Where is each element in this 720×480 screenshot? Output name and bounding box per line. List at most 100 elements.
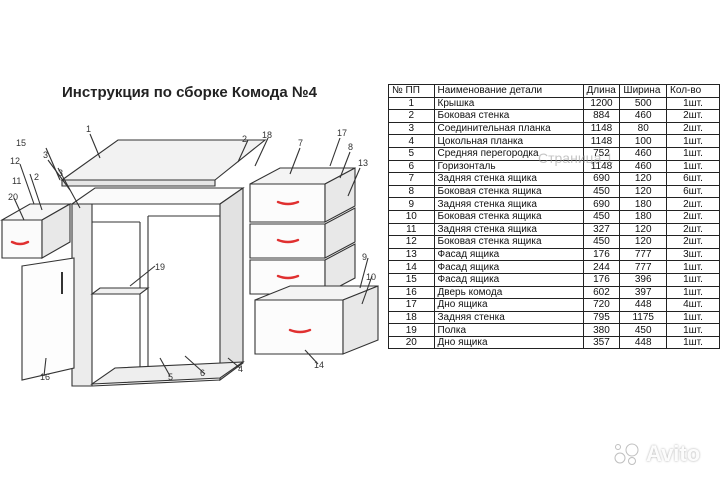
cell-part-name: Дверь комода [433, 285, 584, 300]
cell-quantity: 2шт. [666, 222, 720, 237]
cell-width: 448 [619, 298, 668, 312]
page-watermark: Страница 1 [538, 150, 614, 166]
cell-quantity: 1шт. [666, 323, 720, 337]
cell-length: 720 [582, 298, 621, 312]
cell-length: 1148 [582, 134, 621, 148]
cell-part-name: Фасад ящика [433, 260, 584, 274]
cell-part-name: Фасад ящика [433, 272, 584, 287]
handle [10, 240, 30, 246]
callout-13: 13 [358, 158, 368, 168]
callout-10: 10 [366, 272, 376, 282]
cell-quantity: 2шт. [666, 197, 720, 211]
cell-width: 450 [619, 323, 668, 337]
callout-16: 16 [40, 372, 50, 382]
cell-length: 795 [582, 310, 621, 325]
cell-width: 120 [619, 172, 668, 186]
cell-width: 120 [619, 235, 668, 249]
cell-quantity: 6шт. [666, 184, 720, 199]
cell-part-name: Дно ящика [433, 298, 584, 312]
cell-quantity: 1шт. [666, 285, 720, 300]
callout-20: 20 [8, 192, 18, 202]
cell-quantity: 2шт. [666, 209, 720, 224]
cell-width: 180 [619, 209, 668, 224]
assembly-drawing: 1 18 2 17 7 8 13 15 3 12 2 3 11 20 19 9 … [0, 124, 379, 387]
cell-number: 18 [388, 310, 435, 325]
cell-length: 380 [582, 323, 621, 337]
handle [276, 200, 300, 206]
cell-quantity: 2шт. [666, 235, 720, 249]
cell-quantity: 1шт. [666, 310, 720, 325]
cell-length: 357 [582, 335, 621, 350]
cell-quantity: 1шт. [666, 260, 720, 274]
callout-15: 15 [16, 138, 26, 148]
cell-quantity: 1шт. [666, 272, 720, 287]
avito-logo-icon [614, 443, 639, 465]
cell-width: 448 [619, 335, 668, 350]
cell-part-name: Задняя стенка ящика [433, 197, 584, 211]
cell-width: 100 [619, 134, 668, 148]
avito-watermark: Avito [612, 441, 700, 467]
cell-part-name: Задняя стенка ящика [433, 172, 584, 186]
callout-3: 3 [43, 150, 48, 160]
cell-length: 450 [582, 184, 621, 199]
callout-6: 6 [200, 368, 205, 378]
cell-quantity: 3шт. [666, 247, 720, 262]
cell-number: 14 [388, 260, 435, 274]
cell-number: 17 [388, 298, 435, 312]
cell-part-name: Полка [433, 323, 584, 337]
header-length: Длина [582, 84, 621, 98]
cell-part-name: Цокольная планка [433, 134, 584, 148]
cell-length: 327 [582, 222, 621, 237]
callout-4: 4 [238, 364, 243, 374]
cell-number: 8 [388, 184, 435, 199]
header-number: № ПП [388, 84, 435, 98]
callout-1: 1 [86, 124, 91, 134]
cell-number: 4 [388, 134, 435, 148]
cell-number: 9 [388, 197, 435, 211]
door [21, 257, 75, 381]
cell-width: 1175 [619, 310, 668, 325]
cell-width: 777 [619, 260, 668, 274]
top-panel [60, 139, 267, 181]
cell-part-name: Соединительная планка [433, 121, 584, 136]
cell-width: 180 [619, 197, 668, 211]
cell-quantity: 6шт. [666, 172, 720, 186]
cell-number: 7 [388, 172, 435, 186]
cell-part-name: Крышка [433, 96, 584, 111]
handle [276, 274, 300, 280]
cell-width: 397 [619, 285, 668, 300]
callout-7: 7 [298, 138, 303, 148]
cell-length: 244 [582, 260, 621, 274]
cell-number: 20 [388, 335, 435, 350]
header-width: Ширина [619, 84, 668, 98]
cell-length: 602 [582, 285, 621, 300]
cell-number: 5 [388, 146, 435, 161]
callout-2b: 2 [34, 172, 39, 182]
callout-11: 11 [12, 176, 21, 186]
cell-length: 884 [582, 109, 621, 123]
cell-length: 690 [582, 172, 621, 186]
cell-quantity: 2шт. [666, 121, 720, 136]
table-header-row: № ПП Наименование детали Длина Ширина Ко… [388, 84, 720, 98]
cell-part-name: Дно ящика [433, 335, 584, 350]
cell-length: 690 [582, 197, 621, 211]
callout-5: 5 [168, 372, 173, 382]
callout-14: 14 [314, 360, 324, 370]
header-quantity: Кол-во [666, 84, 720, 98]
cell-number: 11 [388, 222, 435, 237]
callout-12: 12 [10, 156, 20, 166]
cell-length: 1148 [582, 121, 621, 136]
cell-quantity: 2шт. [666, 109, 720, 123]
cell-quantity: 1шт. [666, 159, 720, 174]
cell-number: 16 [388, 285, 435, 300]
cell-length: 176 [582, 272, 621, 287]
